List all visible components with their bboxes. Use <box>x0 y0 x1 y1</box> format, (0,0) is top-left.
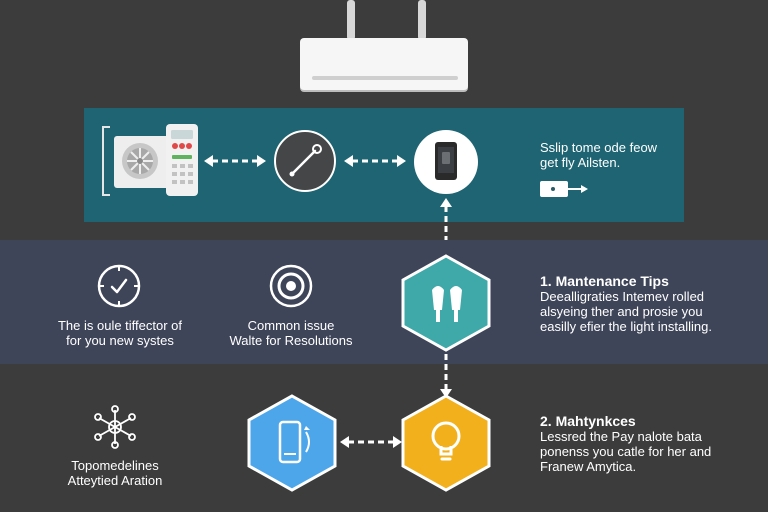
maintenance-tips-line-2: alsyeing ther and prosie you <box>540 304 703 319</box>
ac-pipe-right <box>418 0 426 40</box>
maintenance-tips: 1. Mantenance Tips Deealligraties Inteme… <box>540 273 712 335</box>
air-vent-icon <box>401 254 491 352</box>
clock-caption-line-1: The is oule tiffector of <box>57 318 183 333</box>
middle-band <box>0 240 768 364</box>
maintenance-block-2-line-2: ponenss you catle for her and <box>540 444 712 459</box>
network-icon <box>94 405 136 449</box>
target-caption: Common issue Walte for Resolutions <box>216 318 366 348</box>
bracket-icon <box>102 126 110 196</box>
target-caption-line-2: Walte for Resolutions <box>229 333 353 348</box>
usb-key-icon <box>540 181 588 197</box>
double-arrow-2 <box>344 155 406 167</box>
phone-sync-icon <box>247 394 337 492</box>
clock-icon <box>97 264 141 308</box>
wrench-icon <box>274 130 336 192</box>
double-arrow-1 <box>204 155 266 167</box>
vertical-arrow-2 <box>440 354 452 398</box>
air-conditioner-unit-icon <box>300 38 468 90</box>
maintenance-block-2-line-1: Lessred the Pay nalote bata <box>540 429 702 444</box>
maintenance-block-2: 2. Mahtynkces Lessred the Pay nalote bat… <box>540 413 712 475</box>
network-caption-line-2: Atteytied Aration <box>67 473 163 488</box>
outdoor-unit-icon <box>114 136 172 188</box>
remote-control-icon <box>166 124 198 196</box>
lightbulb-icon <box>401 394 491 492</box>
network-caption: Topomedelines Atteytied Aration <box>40 458 190 488</box>
maintenance-block-2-line-3: Franew Amytica. <box>540 459 637 474</box>
maintenance-tips-title: 1. Mantenance Tips <box>540 273 669 289</box>
double-arrow-3 <box>340 436 402 448</box>
top-panel-text: Sslip tome ode feow get fly Ailsten. <box>540 140 657 170</box>
target-icon <box>269 264 313 308</box>
network-caption-line-1: Topomedelines <box>71 458 159 473</box>
clock-caption: The is oule tiffector of for you new sys… <box>40 318 200 348</box>
clock-caption-line-2: for you new systes <box>66 333 174 348</box>
ac-pipe-left <box>347 0 355 40</box>
top-panel-line-2: get fly Ailsten. <box>540 155 621 170</box>
maintenance-tips-line-1: Deealligraties Intemev rolled <box>540 289 705 304</box>
smartphone-icon <box>414 130 478 194</box>
top-panel-line-1: Sslip tome ode feow <box>540 140 658 155</box>
ac-vent-slot <box>312 76 458 80</box>
maintenance-tips-line-3: easilly efier the light installing. <box>540 319 712 334</box>
target-caption-line-1: Common issue <box>247 318 335 333</box>
maintenance-block-2-title: 2. Mahtynkces <box>540 413 636 429</box>
